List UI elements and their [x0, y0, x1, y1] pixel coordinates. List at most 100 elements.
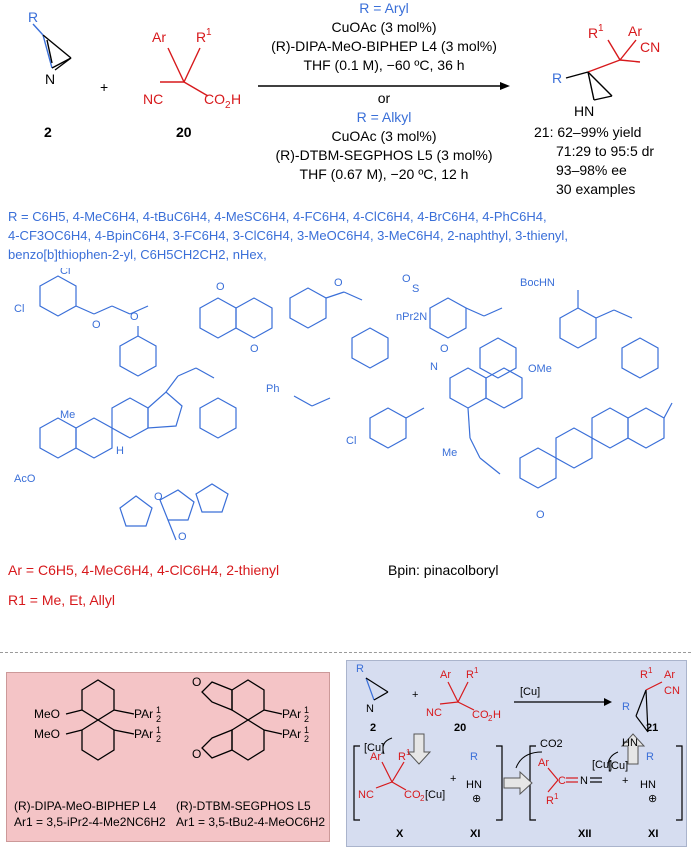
svg-text:R: R	[196, 29, 206, 45]
svg-text:R: R	[466, 669, 474, 681]
svg-text:H: H	[493, 709, 501, 721]
svg-text:[Cu]: [Cu]	[425, 789, 445, 801]
svg-text:1: 1	[156, 725, 161, 735]
r-scope-line3: benzo[b]thiophen-2-yl, C6H5CH2CH2, nHex,	[8, 247, 267, 262]
svg-text:Ar: Ar	[370, 751, 381, 763]
svg-text:NC: NC	[143, 91, 163, 107]
svg-text:CO: CO	[404, 789, 421, 801]
svg-text:[Cu]: [Cu]	[592, 759, 612, 771]
svg-text:NC: NC	[358, 789, 374, 801]
svg-text:Ar: Ar	[664, 669, 675, 681]
svg-text:H: H	[231, 91, 241, 107]
svg-text:O: O	[92, 319, 101, 331]
r1-scope-line: R1 = Me, Et, Allyl	[8, 592, 115, 608]
cond-alkyl-solvent: THF (0.67 M), −20 ºC, 12 h	[299, 166, 469, 182]
l4-ar: Ar1 = 3,5-iPr2-4-Me2NC6H2	[14, 815, 166, 829]
svg-text:S: S	[412, 283, 419, 295]
r-scope-line2: 4-CF3OC6H4, 4-BpinC6H4, 3-FC6H4, 3-ClC6H…	[8, 228, 568, 243]
mech-c20-label: 20	[454, 722, 467, 734]
cond-r-alkyl: R = Alkyl	[356, 109, 412, 125]
compound-20-label: 20	[176, 124, 192, 140]
svg-text:2: 2	[156, 734, 161, 744]
svg-text:R: R	[640, 669, 648, 681]
mech-cu-left-label: [Cu]	[364, 742, 385, 754]
svg-text:O: O	[440, 343, 449, 355]
svg-text:OMe: OMe	[528, 363, 552, 375]
mech-c21-label: 21	[646, 722, 659, 734]
l5-name: (R)-DTBM-SEGPHOS L5	[176, 799, 311, 813]
cond-r-aryl: R = Aryl	[359, 0, 409, 16]
mech-cu-right-label: [Cu]	[608, 760, 629, 772]
l5-ar: Ar1 = 3,5-tBu2-4-MeOC6H2	[176, 815, 326, 829]
mech-x-label: X	[396, 828, 404, 840]
svg-text:N: N	[430, 361, 438, 373]
svg-text:+: +	[622, 775, 628, 787]
svg-text:Cl: Cl	[60, 268, 70, 277]
svg-text:Me: Me	[60, 409, 75, 421]
svg-text:H: H	[116, 445, 124, 457]
mech-cu-arrow-label: [Cu]	[520, 686, 541, 698]
svg-text:CN: CN	[664, 685, 680, 697]
dashed-separator	[0, 652, 691, 653]
svg-text:PAr: PAr	[134, 727, 153, 741]
reaction-scheme-svg: R N Ar R 1 NC CO 2 H R 1 Ar CN R HN +	[28, 9, 660, 119]
svg-text:O: O	[250, 343, 259, 355]
svg-text:O: O	[536, 509, 545, 521]
svg-text:CO: CO	[472, 709, 489, 721]
compound-2-label: 2	[44, 124, 52, 140]
l4-name: (R)-DIPA-MeO-BIPHEP L4	[14, 799, 157, 813]
acid-20-structure	[160, 47, 209, 97]
svg-text:2: 2	[304, 734, 309, 744]
svg-text:R: R	[546, 795, 554, 807]
svg-text:Cl: Cl	[346, 435, 356, 447]
svg-text:1: 1	[474, 666, 479, 675]
svg-text:MeO: MeO	[34, 727, 60, 741]
svg-text:R: R	[552, 70, 562, 86]
svg-text:O: O	[216, 281, 225, 293]
svg-text:O: O	[402, 273, 411, 285]
svg-text:R: R	[356, 663, 364, 675]
svg-text:nPr2N: nPr2N	[396, 311, 427, 323]
svg-text:O: O	[334, 277, 343, 289]
mech-xii-label: XII	[578, 828, 592, 840]
svg-text:N: N	[366, 703, 374, 715]
svg-text:HN: HN	[574, 103, 594, 119]
result-dr: 71:29 to 95:5 dr	[556, 143, 655, 159]
svg-text:HN: HN	[622, 737, 638, 749]
cond-aryl-ligand: (R)-DIPA-MeO-BIPHEP L4 (3 mol%)	[271, 38, 497, 54]
ligand-box	[6, 672, 330, 842]
svg-text:1: 1	[554, 792, 559, 801]
product-21-structure	[565, 39, 641, 101]
svg-text:CO: CO	[204, 91, 225, 107]
svg-text:⊕: ⊕	[648, 793, 657, 805]
svg-text:+: +	[412, 689, 418, 701]
mech-co2-label: CO2	[540, 738, 563, 750]
svg-text:O: O	[178, 531, 187, 543]
svg-text:O: O	[130, 311, 139, 323]
result-ee: 93–98% ee	[556, 162, 627, 178]
result-yield: 21: 62–99% yield	[534, 124, 642, 140]
svg-text:PAr: PAr	[282, 727, 301, 741]
substrate-structures-svg: Cl Cl O O O O O S O nPr2N BocHN Ph Cl N …	[14, 268, 673, 543]
svg-text:1: 1	[206, 27, 212, 38]
svg-text:Ar: Ar	[152, 29, 166, 45]
svg-text:Ar: Ar	[628, 23, 642, 39]
svg-text:R: R	[646, 751, 654, 763]
svg-text:PAr: PAr	[134, 707, 153, 721]
svg-text:N: N	[580, 775, 588, 787]
svg-text:2: 2	[420, 794, 425, 803]
mech-xi-label-1: XI	[470, 828, 481, 840]
svg-text:Me: Me	[442, 447, 457, 459]
svg-text:Ph: Ph	[266, 383, 279, 395]
cond-or: or	[377, 90, 391, 106]
svg-text:R: R	[622, 701, 630, 713]
svg-text:HN: HN	[466, 779, 482, 791]
mech-c2-label: 2	[370, 722, 377, 734]
cond-aryl-catalyst: CuOAc (3 mol%)	[331, 19, 437, 35]
svg-text:C: C	[558, 775, 566, 787]
svg-text:2: 2	[488, 714, 493, 723]
svg-text:1: 1	[304, 725, 309, 735]
azirine-r-label: R	[28, 9, 38, 25]
